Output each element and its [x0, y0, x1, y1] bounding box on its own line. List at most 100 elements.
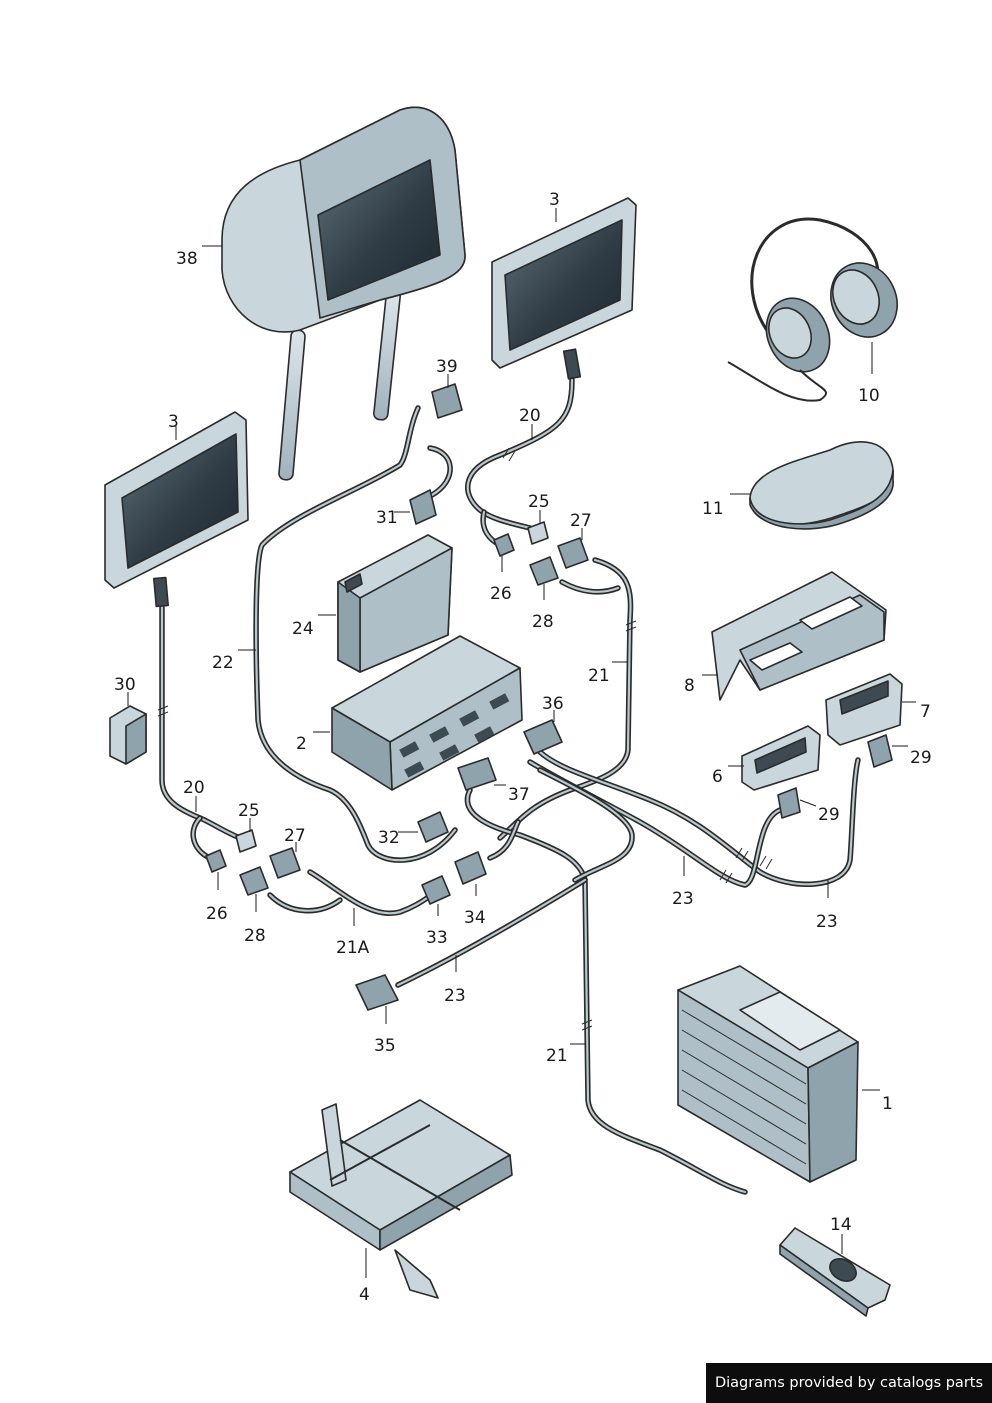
part-14-remote	[779, 1227, 891, 1317]
part-25-connector-upper	[527, 521, 549, 545]
callout-8: 8	[684, 674, 718, 696]
svg-text:11: 11	[702, 499, 724, 519]
callout-27-left: 27	[284, 826, 306, 852]
part-27-connector-lower	[269, 847, 301, 879]
svg-text:29: 29	[818, 805, 840, 825]
callout-26-left: 26	[206, 872, 228, 924]
svg-text:2: 2	[296, 734, 307, 754]
callout-26-top: 26	[490, 556, 512, 604]
part-2-receiver-unit	[331, 635, 523, 791]
svg-text:23: 23	[672, 889, 694, 909]
svg-text:32: 32	[378, 828, 400, 848]
callout-21A: 21A	[336, 908, 370, 958]
callout-4: 4	[359, 1248, 370, 1305]
svg-text:24: 24	[292, 619, 314, 639]
cable-21-top	[497, 557, 634, 841]
callout-24: 24	[292, 614, 336, 639]
svg-text:26: 26	[206, 904, 228, 924]
callout-31: 31	[376, 508, 410, 528]
part-7-switch-module	[825, 673, 903, 746]
callout-23-right: 23	[816, 880, 838, 932]
svg-text:3: 3	[168, 412, 179, 432]
part-38-headrest-monitor	[221, 106, 466, 481]
svg-text:27: 27	[284, 826, 306, 846]
svg-text:3: 3	[549, 190, 560, 210]
svg-text:26: 26	[490, 584, 512, 604]
callout-25-left: 25	[238, 801, 260, 832]
svg-text:25: 25	[238, 801, 260, 821]
callout-2: 2	[296, 731, 330, 754]
cable-break-marks	[157, 447, 773, 1031]
callout-32: 32	[378, 828, 418, 848]
part-28-connector-upper	[529, 556, 559, 586]
svg-text:25: 25	[528, 492, 550, 512]
part-1-dvd-changer	[677, 965, 859, 1183]
svg-text:39: 39	[436, 357, 458, 377]
part-33-connector	[421, 875, 451, 905]
callout-3-right: 3	[549, 190, 560, 222]
callout-34: 34	[464, 884, 486, 928]
callout-39: 39	[436, 357, 458, 388]
callout-36: 36	[542, 694, 564, 722]
part-30-relay	[109, 705, 147, 765]
part-25-connector-lower	[235, 829, 257, 853]
cable-20-left	[159, 597, 243, 861]
callout-22: 22	[212, 649, 256, 673]
cable-22	[253, 405, 458, 863]
part-3-monitor-left	[104, 411, 249, 608]
svg-text:27: 27	[570, 511, 592, 531]
callout-20-top: 20	[519, 406, 541, 440]
part-39-connector	[431, 383, 463, 419]
callout-23-mid: 23	[672, 856, 694, 909]
svg-text:28: 28	[532, 612, 554, 632]
part-34-connector	[454, 851, 487, 885]
callout-30: 30	[114, 675, 136, 706]
svg-text:33: 33	[426, 928, 448, 948]
callout-28-top: 28	[532, 584, 554, 632]
svg-text:20: 20	[183, 778, 205, 798]
part-29-connector-lower	[777, 787, 801, 819]
svg-text:6: 6	[712, 767, 723, 787]
callout-11: 11	[702, 493, 750, 519]
svg-text:34: 34	[464, 908, 486, 928]
part-6-input-module	[741, 725, 821, 791]
cable-21-bottom	[464, 767, 748, 1195]
part-31-connector	[409, 489, 437, 525]
svg-text:31: 31	[376, 508, 398, 528]
svg-text:1: 1	[882, 1094, 893, 1114]
svg-text:4: 4	[359, 1285, 370, 1305]
svg-text:23: 23	[816, 912, 838, 932]
callout-28-left: 28	[244, 894, 266, 946]
callout-6: 6	[712, 765, 744, 787]
callout-29-lower: 29	[799, 799, 840, 825]
credit-banner: Diagrams provided by catalogs parts	[706, 1363, 992, 1403]
callout-25-top: 25	[528, 492, 550, 524]
svg-text:20: 20	[519, 406, 541, 426]
part-4-mounting-bracket	[289, 1099, 513, 1299]
svg-text:30: 30	[114, 675, 136, 695]
cable-20-top	[465, 377, 575, 548]
callout-21-bottom: 21	[546, 1043, 586, 1066]
callout-7: 7	[902, 701, 931, 722]
changer-ribs	[681, 1009, 807, 1165]
part-3-monitor-right	[491, 197, 637, 380]
part-8-console-trim	[711, 571, 887, 701]
callout-37: 37	[494, 784, 530, 805]
part-36-connector	[523, 719, 563, 755]
svg-text:22: 22	[212, 653, 234, 673]
callout-38: 38	[176, 245, 222, 269]
callout-10: 10	[858, 342, 880, 406]
callout-3-left: 3	[168, 412, 179, 440]
cable-21A	[267, 869, 443, 917]
part-24-control-unit	[337, 534, 453, 673]
part-10-headphones	[727, 217, 898, 402]
callout-29-upper: 29	[892, 745, 932, 768]
part-28-connector-lower	[239, 866, 269, 896]
callout-35: 35	[374, 1006, 396, 1056]
part-32-connector	[417, 811, 449, 843]
cable-34	[487, 819, 521, 861]
callout-23-bottom: 23	[444, 955, 466, 1006]
callout-33: 33	[426, 904, 448, 948]
cable-23-bottom	[395, 877, 588, 988]
